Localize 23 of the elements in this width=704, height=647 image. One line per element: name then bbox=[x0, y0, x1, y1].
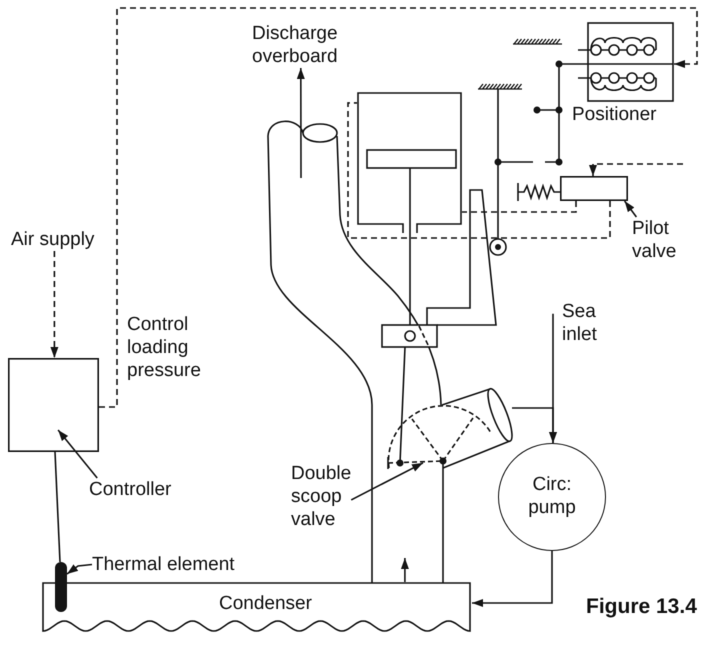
figure-caption: Figure 13.4 bbox=[586, 594, 697, 619]
capillary-line bbox=[54, 452, 61, 562]
flow-label: Discharge overboard bbox=[252, 22, 338, 68]
controller-box bbox=[8, 358, 99, 452]
flow-arrow bbox=[472, 551, 553, 607]
dashed-arrow bbox=[50, 251, 58, 358]
component-label: Double scoop valve bbox=[291, 462, 352, 531]
actuator-cylinder bbox=[357, 92, 462, 234]
flow-label: Air supply bbox=[11, 228, 94, 251]
component-label: Thermal element bbox=[92, 553, 235, 576]
flow-label: Sea inlet bbox=[553, 300, 597, 346]
riser-pipe bbox=[371, 464, 445, 584]
flow-arrow bbox=[512, 407, 557, 443]
component-label: Controller bbox=[89, 478, 172, 501]
component-label: Circ: pump bbox=[528, 473, 576, 519]
leader-arrow bbox=[66, 564, 92, 575]
leader-arrow bbox=[350, 462, 424, 501]
leader-arrow bbox=[57, 430, 98, 478]
flow-arrow bbox=[400, 558, 409, 582]
edge-label: Control loading pressure bbox=[127, 313, 201, 382]
pump-circle bbox=[498, 443, 606, 551]
component-label: Condenser bbox=[219, 592, 312, 615]
thermal-bulb bbox=[55, 562, 67, 612]
